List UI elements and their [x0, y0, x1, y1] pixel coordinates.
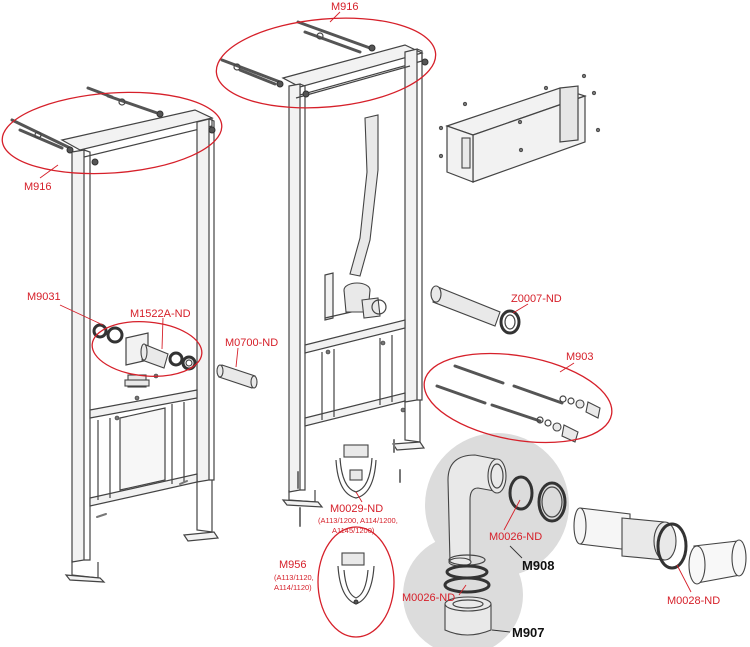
callout-m903: [423, 352, 613, 444]
label-m0026-nd-lower: M0026-ND: [402, 592, 455, 604]
label-m956-note-1: (A113/1120,: [274, 573, 314, 582]
label-m0028-nd: M0028-ND: [667, 595, 720, 607]
label-m907: M907: [512, 625, 545, 640]
label-m9031: M9031: [27, 291, 61, 303]
label-m1522a-nd: M1522A-ND: [130, 308, 191, 320]
wall-mounting-bracket: [438, 73, 601, 183]
bolts-m916-left: [10, 86, 164, 154]
bidet-connector-set: [92, 323, 197, 371]
label-m956-note-2: A114/1120): [274, 583, 312, 592]
label-z0007-nd: Z0007-ND: [511, 293, 562, 305]
straight-connector-m907: [443, 554, 492, 636]
label-m903: M903: [566, 351, 594, 363]
callout-m9031: [91, 321, 203, 377]
bolts-m916-top: [220, 20, 376, 88]
callout-m916-left: [1, 91, 223, 175]
label-m0026-nd-upper: M0026-ND: [489, 531, 542, 543]
callout-m916-top: [215, 17, 437, 109]
wc-drain-elbow-m908: [447, 454, 567, 567]
label-m916-left: M916: [24, 181, 52, 193]
pipe-m0700: [216, 364, 258, 389]
seal-ring-large: [537, 481, 567, 523]
left-installation-frame: [60, 109, 220, 583]
label-m0029-nd: M0029-ND: [330, 503, 383, 515]
label-m908: M908: [522, 558, 555, 573]
seal-ring: [508, 475, 534, 511]
drain-extension-pipe: [573, 507, 747, 585]
flush-pipe: [349, 114, 379, 277]
connector-pipe-z0007: [430, 285, 521, 335]
label-m916-top: M916: [331, 1, 359, 13]
fixing-rods-m903: [435, 364, 601, 443]
label-m956: M956: [279, 559, 307, 571]
clamp-m956: [337, 552, 375, 605]
callout-m956: [317, 526, 395, 638]
label-m0029-nd-note-2: A1145/1200): [332, 526, 375, 535]
label-m0029-nd-note-1: (A113/1200, A114/1200,: [318, 516, 398, 525]
center-installation-frame: [281, 44, 429, 527]
label-m0700-nd: M0700-ND: [225, 337, 278, 349]
clamp-m0029: [335, 444, 377, 499]
